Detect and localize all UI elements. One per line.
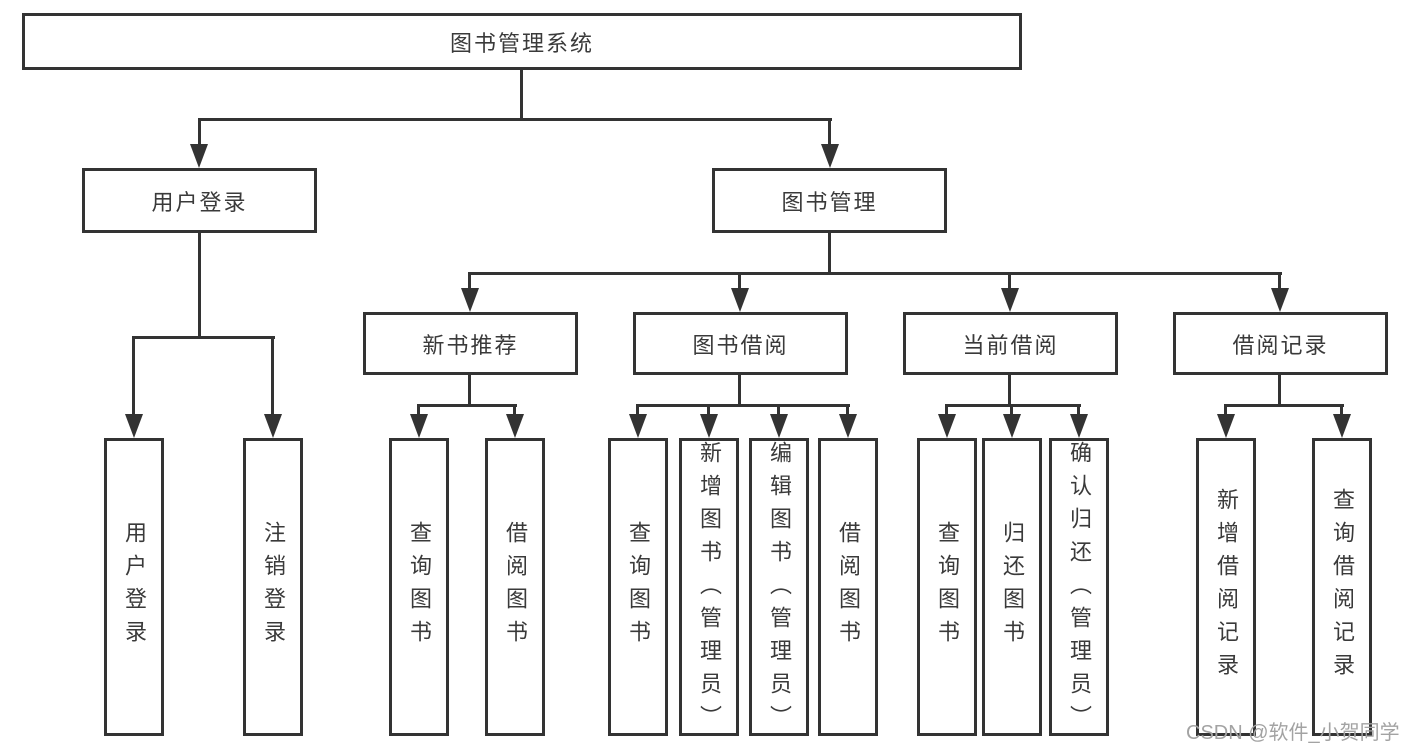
node-borrowing-records: 借阅记录 (1173, 312, 1388, 375)
leaf-borrow-books-borrowing-label: 借阅图书 (836, 521, 861, 653)
connector-vline (1010, 404, 1013, 418)
connector-hline (945, 404, 1081, 407)
node-book-management: 图书管理 (712, 168, 947, 233)
connector-vline (1224, 404, 1227, 418)
connector-vline (828, 233, 831, 275)
connector-vline (707, 404, 710, 418)
connector-vline (520, 70, 523, 120)
arrow-down-icon (190, 144, 208, 168)
connector-vline (468, 375, 471, 406)
leaf-confirm-return-admin: 确认归还（管理员） (1049, 438, 1109, 738)
connector-vline (846, 404, 849, 418)
connector-hline (636, 404, 850, 407)
connector-hline (198, 118, 832, 121)
connector-vline (1077, 404, 1080, 418)
arrow-down-icon (461, 288, 479, 312)
arrow-down-icon (770, 414, 788, 438)
arrow-down-icon (506, 414, 524, 438)
arrow-down-icon (1001, 288, 1019, 312)
arrow-down-icon (1333, 414, 1351, 438)
leaf-query-books-current-label: 查询图书 (935, 521, 960, 653)
connector-vline (271, 336, 274, 416)
connector-vline (945, 404, 948, 418)
leaf-borrow-books-borrowing: 借阅图书 (818, 438, 878, 736)
node-book-borrowing-label: 图书借阅 (692, 332, 789, 358)
arrow-down-icon (1070, 414, 1088, 438)
connector-vline (738, 272, 741, 292)
leaf-logout: 注销登录 (243, 438, 303, 736)
connector-vline (1008, 272, 1011, 292)
connector-vline (636, 404, 639, 418)
node-library-system: 图书管理系统 (22, 13, 1022, 70)
arrow-down-icon (700, 414, 718, 438)
arrow-down-icon (938, 414, 956, 438)
leaf-confirm-return-admin-label: 确认归还（管理员） (1067, 441, 1092, 738)
connector-vline (1340, 404, 1343, 418)
connector-vline (1278, 375, 1281, 406)
node-user-login: 用户登录 (82, 168, 317, 233)
connector-vline (132, 336, 135, 416)
leaf-add-books-admin: 新增图书（管理员） (679, 438, 739, 738)
leaf-add-borrow-record-label: 新增借阅记录 (1214, 488, 1239, 686)
leaf-logout-label: 注销登录 (261, 521, 286, 653)
leaf-user-login-label: 用户登录 (122, 521, 147, 653)
arrow-down-icon (731, 288, 749, 312)
node-borrowing-records-label: 借阅记录 (1232, 332, 1329, 358)
connector-hline (417, 404, 517, 407)
arrow-down-icon (1003, 414, 1021, 438)
leaf-query-books-borrowing-label: 查询图书 (626, 521, 651, 653)
arrow-down-icon (264, 414, 282, 438)
arrow-down-icon (125, 414, 143, 438)
node-library-system-label: 图书管理系统 (449, 30, 594, 56)
arrow-down-icon (1217, 414, 1235, 438)
leaf-return-books: 归还图书 (982, 438, 1042, 736)
connector-vline (777, 404, 780, 418)
leaf-user-login: 用户登录 (104, 438, 164, 736)
node-current-borrowing: 当前借阅 (903, 312, 1118, 375)
leaf-query-books-recommend: 查询图书 (389, 438, 449, 736)
connector-hline (468, 272, 1282, 275)
connector-vline (417, 404, 420, 418)
connector-vline (1008, 375, 1011, 406)
node-book-borrowing: 图书借阅 (633, 312, 848, 375)
leaf-borrow-books-recommend-label: 借阅图书 (503, 521, 528, 653)
connector-vline (828, 118, 831, 150)
arrow-down-icon (410, 414, 428, 438)
leaf-query-books-borrowing: 查询图书 (608, 438, 668, 736)
leaf-edit-books-admin: 编辑图书（管理员） (749, 438, 809, 738)
node-user-login-label: 用户登录 (151, 189, 248, 215)
connector-vline (468, 272, 471, 292)
leaf-query-books-current: 查询图书 (917, 438, 977, 736)
leaf-edit-books-admin-label: 编辑图书（管理员） (767, 441, 792, 738)
leaf-query-borrow-record-label: 查询借阅记录 (1330, 488, 1355, 686)
leaf-query-books-recommend-label: 查询图书 (407, 521, 432, 653)
connector-hline (1224, 404, 1344, 407)
connector-vline (198, 118, 201, 150)
leaf-borrow-books-recommend: 借阅图书 (485, 438, 545, 736)
connector-vline (738, 375, 741, 406)
node-new-book-recommend: 新书推荐 (363, 312, 578, 375)
arrow-down-icon (1271, 288, 1289, 312)
arrow-down-icon (839, 414, 857, 438)
connector-vline (198, 233, 201, 339)
watermark: CSDN @软件_小贺同学 (1186, 722, 1400, 744)
node-new-book-recommend-label: 新书推荐 (422, 332, 519, 358)
leaf-add-borrow-record: 新增借阅记录 (1196, 438, 1256, 736)
connector-hline (132, 336, 275, 339)
arrow-down-icon (821, 144, 839, 168)
leaf-return-books-label: 归还图书 (1000, 521, 1025, 653)
arrow-down-icon (629, 414, 647, 438)
connector-vline (1278, 272, 1281, 292)
leaf-add-books-admin-label: 新增图书（管理员） (697, 441, 722, 738)
connector-vline (513, 404, 516, 418)
node-book-management-label: 图书管理 (781, 189, 878, 215)
node-current-borrowing-label: 当前借阅 (962, 332, 1059, 358)
leaf-query-borrow-record: 查询借阅记录 (1312, 438, 1372, 736)
